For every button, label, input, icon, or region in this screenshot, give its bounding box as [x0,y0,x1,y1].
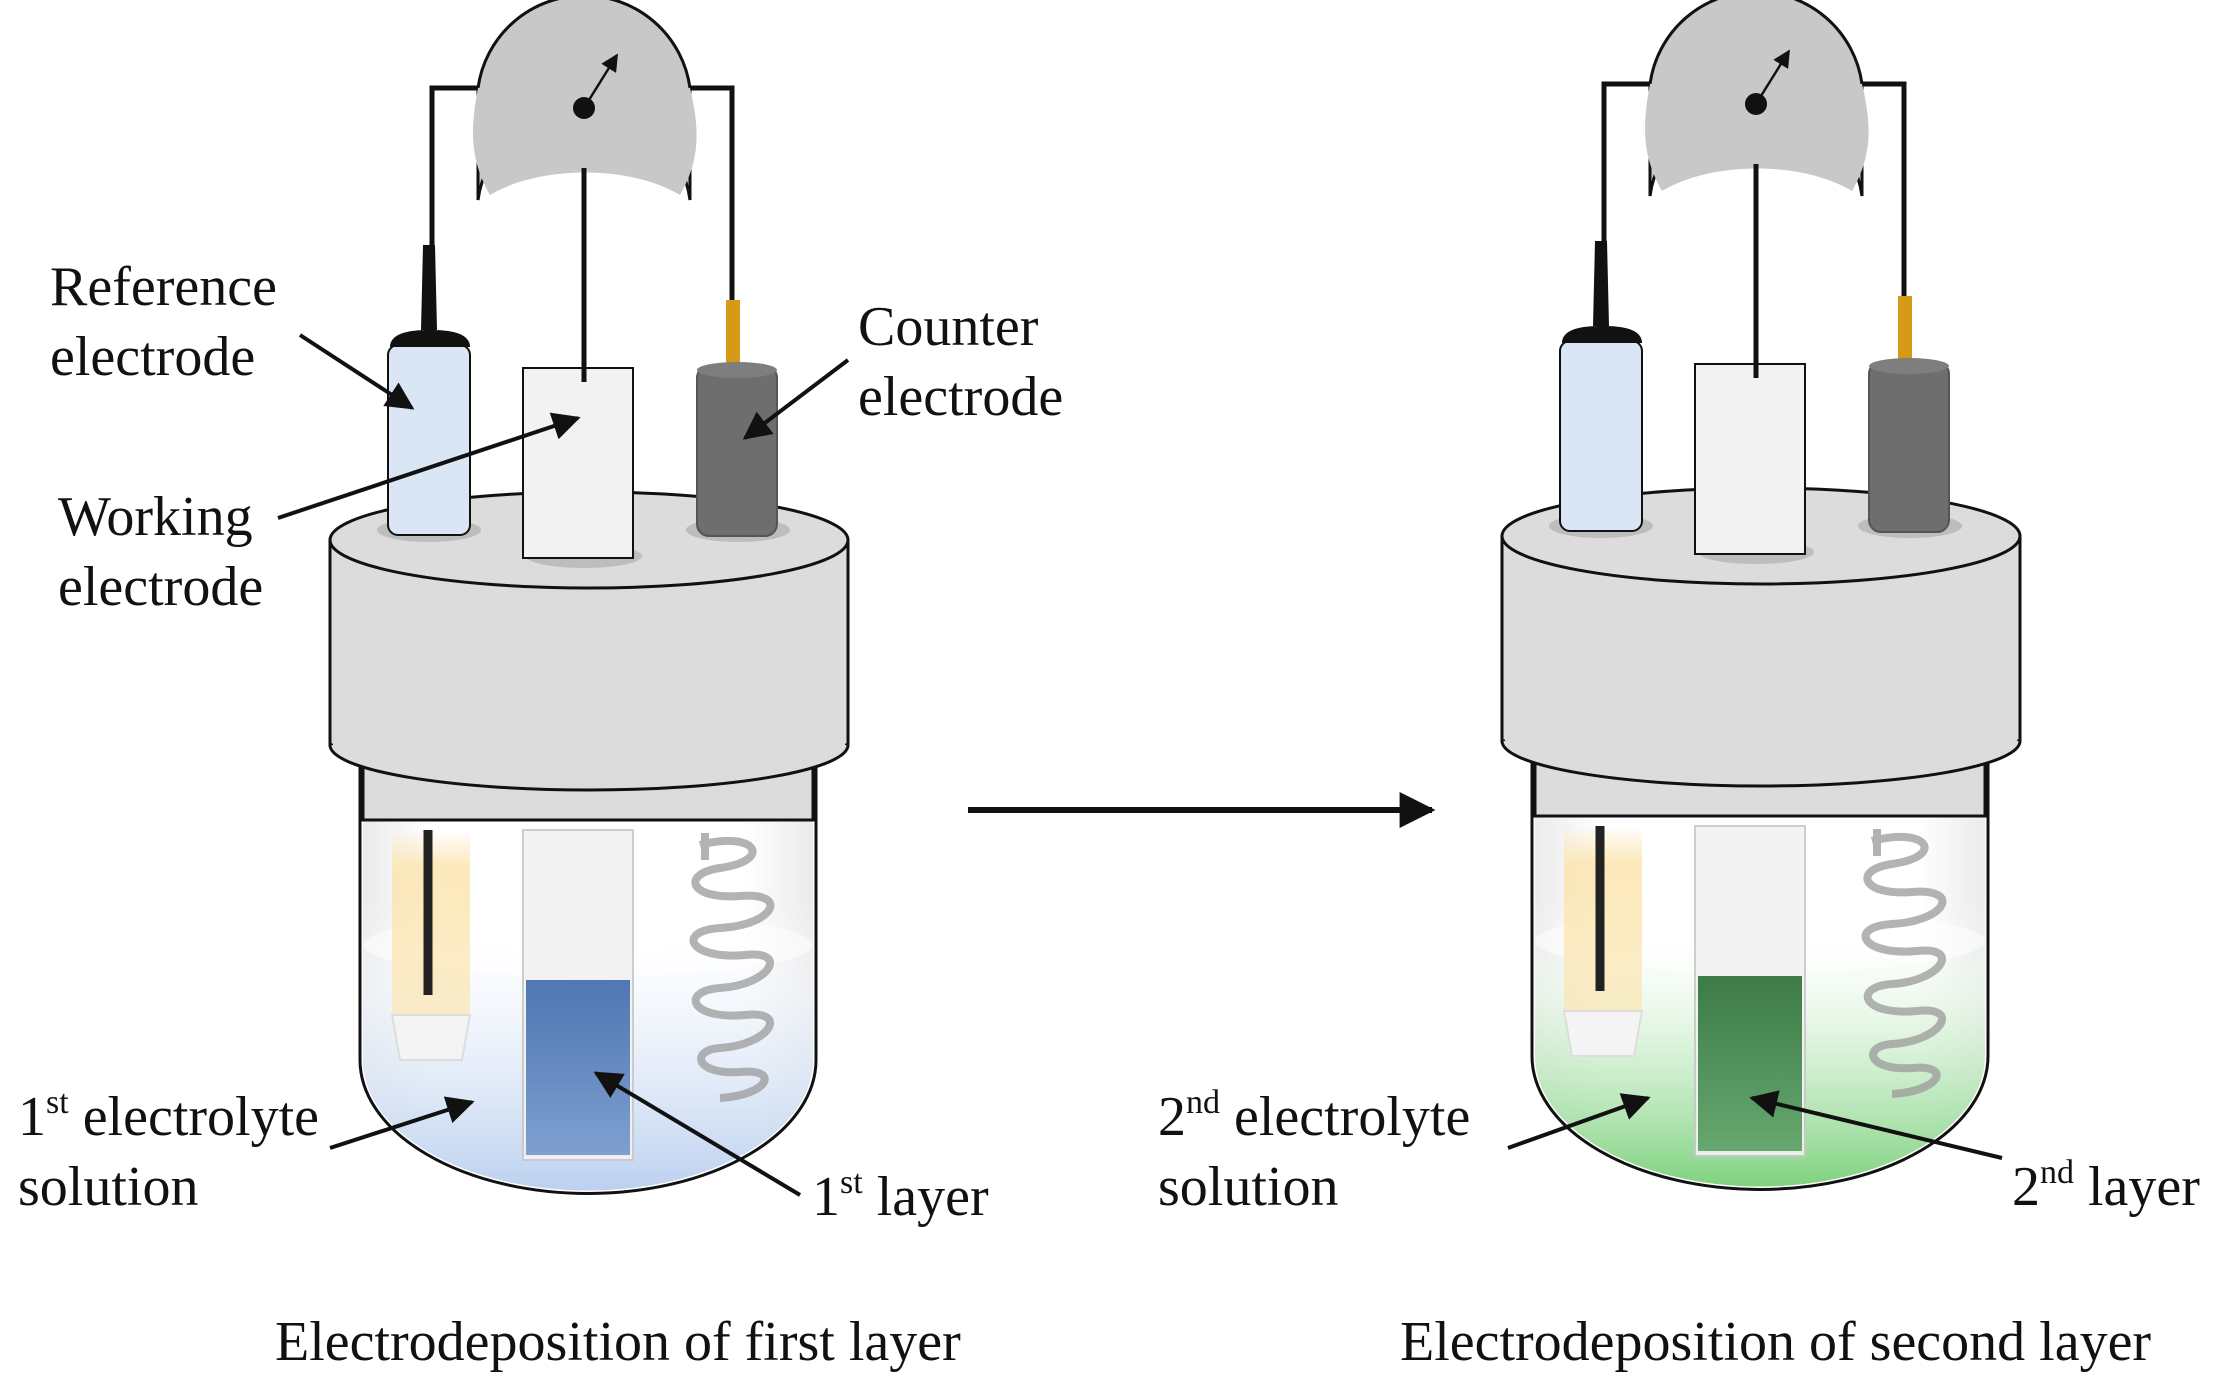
cell-second-layer [1502,0,2020,1189]
first-solution-label: solution [18,1156,198,1218]
first-electrolyte-pointer [329,1096,475,1150]
second-solution-label: solution [1158,1156,1338,1218]
second-layer-sup: nd [2040,1154,2074,1191]
second-layer-rest: layer [2074,1156,2200,1218]
first-layer-num: 1 [812,1166,840,1228]
first-layer-pointer [593,1071,802,1197]
working-label-line1: Working [58,486,253,548]
second-layer-num: 2 [2012,1156,2040,1218]
working-pointer [277,412,581,520]
first-electrolyte-label: 1st electrolyte [18,1084,319,1148]
first-layer-sup: st [840,1164,863,1201]
second-electrolyte-pointer [1507,1093,1651,1150]
second-electrolyte-sup: nd [1186,1084,1220,1121]
working-label-line2: electrode [58,556,263,618]
reference-label-line2: electrode [50,326,255,388]
counter-label-line2: electrode [858,366,1063,428]
first-electrolyte-sup: st [46,1084,69,1121]
cell-first-layer [330,0,848,1193]
second-electrolyte-rest: electrolyte [1220,1086,1470,1148]
first-layer-label: 1st layer [812,1164,989,1228]
first-electrolyte-rest: electrolyte [69,1086,319,1148]
counter-label-line1: Counter [858,296,1039,358]
second-electrolyte-num: 2 [1158,1086,1186,1148]
counter-pointer [742,358,850,440]
second-layer-label: 2nd layer [2012,1154,2200,1218]
reference-pointer [298,333,415,410]
first-caption: Electrodeposition of first layer [275,1311,961,1373]
reference-label-line1: Reference [50,256,277,318]
second-electrolyte-label: 2nd electrolyte [1158,1084,1470,1148]
first-electrolyte-num: 1 [18,1086,46,1148]
second-layer-pointer [1749,1090,2003,1160]
second-caption: Electrodeposition of second layer [1400,1311,2151,1373]
first-layer-rest: layer [863,1166,989,1228]
